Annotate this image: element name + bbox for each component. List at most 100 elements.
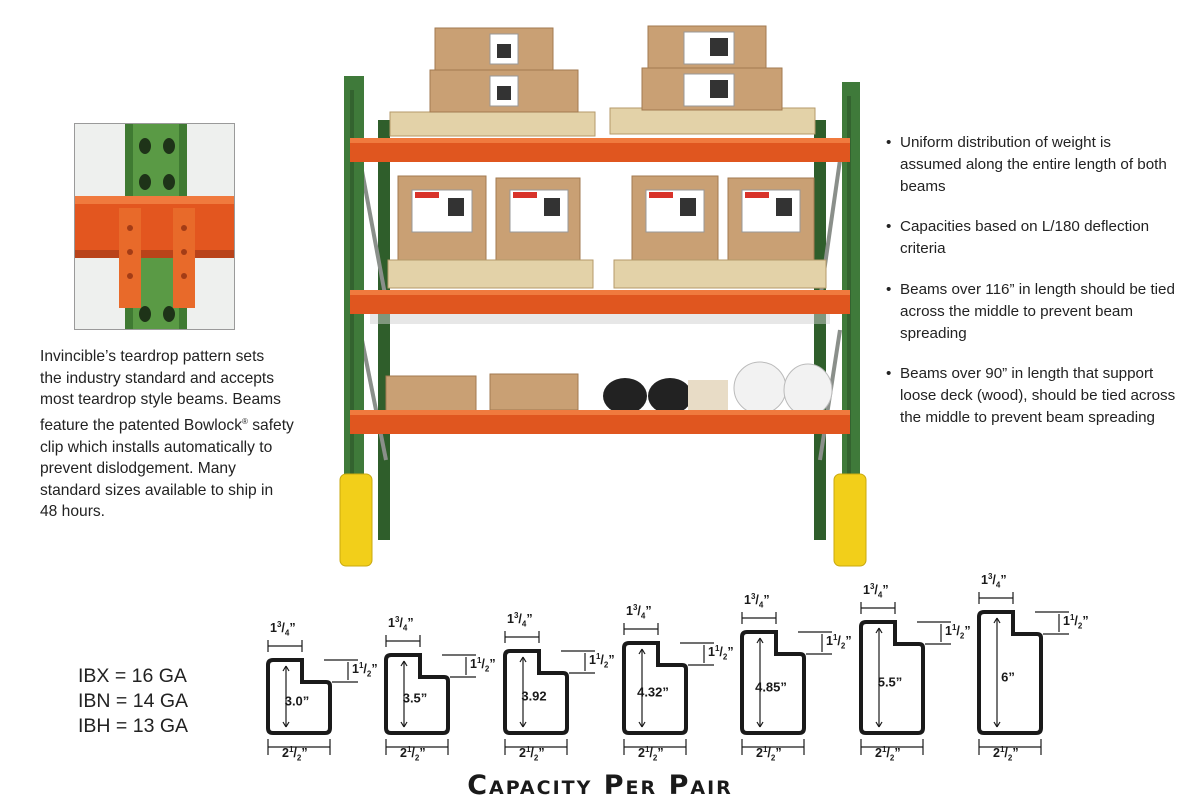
dimension-line — [519, 721, 524, 728]
beam-outline — [503, 631, 595, 755]
dimension-line — [522, 656, 527, 663]
top-width-label: 13/4” — [744, 592, 770, 610]
intro-text: feature the patented Bowlock — [40, 416, 242, 434]
beam-shape — [977, 610, 1043, 735]
intro-line: most teardrop style beams. Beams — [40, 391, 281, 409]
intro-line: feature the patented Bowlock® safety — [40, 411, 302, 437]
gauge-legend: IBX = 16 GA IBN = 14 GA IBH = 13 GA — [78, 664, 188, 739]
step-height-label: 11/2” — [826, 633, 852, 651]
beam-shape — [384, 653, 450, 735]
dimension-line — [522, 721, 527, 728]
beam-shape — [503, 649, 569, 735]
bottom-width-label: 21/2” — [282, 745, 308, 763]
step-height-label: 11/2” — [589, 652, 615, 670]
beam-height-label: 4.85” — [755, 679, 787, 694]
dimension-line — [285, 721, 290, 728]
pallet-rack-photo — [330, 0, 870, 575]
step-height-label: 11/2” — [470, 656, 496, 674]
beam-shape — [266, 658, 332, 735]
dimension-line — [875, 721, 880, 728]
teardrop-connection-photo — [74, 123, 235, 330]
beam-shape — [622, 641, 688, 735]
beam-outline — [740, 612, 832, 755]
dimension-line — [282, 665, 287, 672]
bottom-width-label: 21/2” — [519, 745, 545, 763]
beam-height-label: 4.32” — [637, 684, 669, 700]
dimension-line — [878, 627, 883, 634]
capacity-notes-list: Uniform distribution of weight is assume… — [886, 132, 1176, 448]
bottom-width-label: 21/2” — [756, 745, 782, 763]
dimension-line — [282, 721, 287, 728]
beam-height-label: 6” — [1001, 669, 1015, 684]
beam-outline — [859, 602, 951, 755]
dimension-line — [519, 656, 524, 663]
beam-shape — [859, 620, 925, 735]
beam-outline — [266, 640, 358, 755]
dimension-line — [875, 627, 880, 634]
dimension-line — [285, 665, 290, 672]
top-width-label: 13/4” — [270, 620, 296, 638]
beam-profile-7: 6” 13/4” 11/2” 21/2” — [969, 568, 1141, 763]
intro-line: clip which installs automatically to — [40, 438, 273, 456]
top-width-label: 13/4” — [388, 615, 414, 633]
dimension-line — [400, 721, 405, 728]
top-width-label: 13/4” — [507, 611, 533, 629]
beam-outline — [384, 635, 476, 755]
capacity-title: Capacity Per Pair — [467, 770, 733, 801]
dimension-line — [993, 721, 998, 728]
intro-line: standard sizes available to ship in — [40, 481, 274, 499]
beam-shape — [740, 630, 806, 735]
bottom-width-label: 21/2” — [400, 745, 426, 763]
note-item: Beams over 116” in length should be tied… — [886, 279, 1176, 344]
step-height-label: 11/2” — [708, 644, 734, 662]
intro-text: safety — [247, 416, 294, 434]
beam-profile-6: 5.5” 13/4” 11/2” 21/2” — [851, 578, 1023, 763]
registered-mark: ® — [242, 416, 248, 426]
step-height-label: 11/2” — [352, 661, 378, 679]
dimension-line — [756, 721, 761, 728]
dimension-line — [878, 721, 883, 728]
note-item: Capacities based on L/180 deflection cri… — [886, 216, 1176, 260]
beam-outline — [622, 623, 714, 755]
dimension-line — [759, 721, 764, 728]
intro-paragraph: Invincible’s teardrop pattern sets the i… — [40, 346, 302, 523]
bottom-width-label: 21/2” — [875, 745, 901, 763]
step-height-label: 11/2” — [1063, 613, 1089, 631]
dimension-line — [759, 637, 764, 644]
dimension-line — [403, 721, 408, 728]
intro-line: Invincible’s teardrop pattern sets — [40, 348, 265, 365]
top-width-label: 13/4” — [626, 603, 652, 621]
beam-height-label: 3.92 — [521, 688, 547, 704]
intro-line: prevent dislodgement. Many — [40, 460, 236, 478]
beam-height-label: 3.0” — [284, 693, 310, 708]
note-item: Beams over 90” in length that support lo… — [886, 363, 1176, 428]
dimension-line — [996, 617, 1001, 624]
dimension-line — [996, 721, 1001, 728]
dimension-line — [756, 637, 761, 644]
beam-profile-4: 4.32” 13/4” 11/2” 21/2” — [614, 599, 786, 763]
dimension-line — [641, 648, 646, 655]
top-width-label: 13/4” — [863, 582, 889, 600]
bottom-width-label: 21/2” — [638, 745, 664, 763]
beam-profile-5: 4.85” 13/4” 11/2” 21/2” — [732, 588, 904, 763]
dimension-line — [993, 617, 998, 624]
note-item: Uniform distribution of weight is assume… — [886, 132, 1176, 197]
bottom-width-label: 21/2” — [993, 745, 1019, 763]
beam-profile-2: 3.5” 13/4” 11/2” 21/2” — [376, 611, 548, 763]
beam-outline — [977, 592, 1069, 755]
intro-line: 48 hours. — [40, 503, 106, 521]
dimension-line — [641, 721, 646, 728]
beam-profile-3: 3.92 13/4” 11/2” 21/2” — [495, 607, 667, 763]
dimension-line — [400, 660, 405, 667]
dimension-line — [638, 721, 643, 728]
top-width-label: 13/4” — [981, 572, 1007, 590]
beam-height-label: 5.5” — [877, 674, 903, 689]
gauge-ibx: IBX = 16 GA — [78, 665, 187, 687]
gauge-ibh: IBH = 13 GA — [78, 715, 189, 737]
beam-profile-1: 3.0” 13/4” 11/2” 21/2” — [258, 616, 430, 763]
dimension-line — [638, 648, 643, 655]
beam-height-label: 3.5” — [402, 690, 428, 706]
gauge-ibn: IBN = 14 GA — [78, 690, 189, 712]
step-height-label: 11/2” — [945, 623, 971, 641]
dimension-line — [403, 660, 408, 667]
